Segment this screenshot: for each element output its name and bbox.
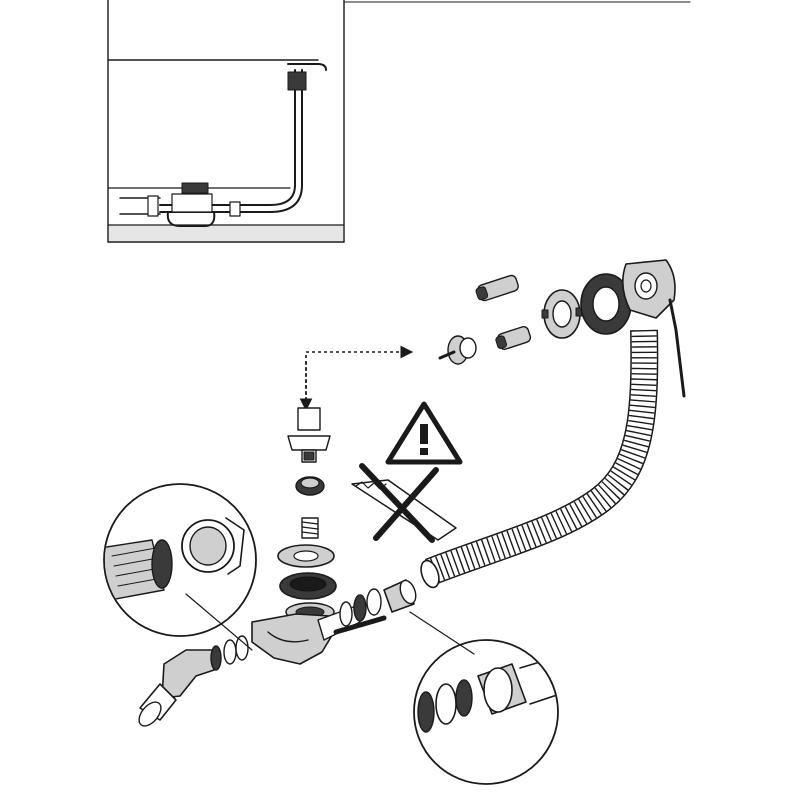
control-knob-parts <box>438 259 686 398</box>
bowden-cable <box>668 298 686 398</box>
hose-connection-parts <box>339 579 417 627</box>
rubber-gasket <box>279 572 337 600</box>
knob-insert-lower <box>495 326 532 350</box>
strainer-plate <box>277 544 335 568</box>
overflow-head-small <box>287 71 307 91</box>
sealing-washer <box>580 273 632 335</box>
detail-circle-left <box>103 483 257 651</box>
knob-insert-upper <box>475 274 519 302</box>
prohibited-saw-icon <box>351 463 457 543</box>
installation-inset <box>107 0 691 243</box>
spring <box>301 517 319 539</box>
warning-triangle-icon <box>385 401 463 465</box>
corrugated-hose <box>420 329 659 589</box>
floor-band <box>109 225 343 241</box>
plug-small <box>181 182 209 194</box>
detail-circle-right <box>409 611 559 785</box>
overflow-body <box>622 259 676 319</box>
cage-ring <box>541 289 583 339</box>
outlet-elbow <box>138 635 249 727</box>
dotted-arrow-icon <box>299 345 414 412</box>
spindle-nut <box>295 476 325 496</box>
plug-head <box>287 407 331 463</box>
plug-stack <box>277 407 337 622</box>
spindle-star <box>438 335 477 365</box>
